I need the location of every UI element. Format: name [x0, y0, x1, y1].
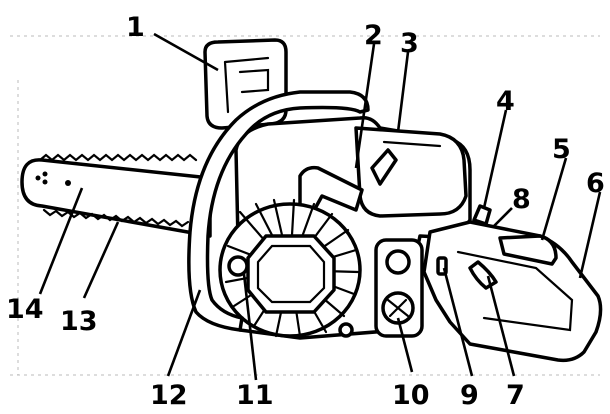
- guide-bar: [20, 153, 212, 238]
- callout-11: 11: [236, 380, 274, 411]
- callout-9: 9: [460, 380, 479, 411]
- callout-labels: 1 2 3 4 5 6 7 8 9 10 11 12 13 14: [6, 12, 605, 411]
- callout-2: 2: [364, 20, 383, 51]
- callout-6: 6: [586, 168, 605, 199]
- frame-lines: [10, 35, 600, 376]
- rear-handle: [422, 204, 603, 363]
- leader-lines: [38, 32, 602, 381]
- callout-8: 8: [512, 184, 531, 215]
- callout-14: 14: [6, 294, 44, 325]
- front-handle: [187, 90, 370, 332]
- callout-10: 10: [392, 380, 430, 411]
- callout-1: 1: [126, 12, 145, 43]
- callout-12: 12: [150, 380, 188, 411]
- callout-13: 13: [60, 306, 98, 337]
- callout-7: 7: [506, 380, 525, 411]
- callout-3: 3: [400, 28, 419, 59]
- tank-caps: [374, 238, 424, 338]
- starter-housing: [218, 198, 362, 338]
- callout-4: 4: [496, 86, 515, 117]
- callout-5: 5: [552, 134, 571, 165]
